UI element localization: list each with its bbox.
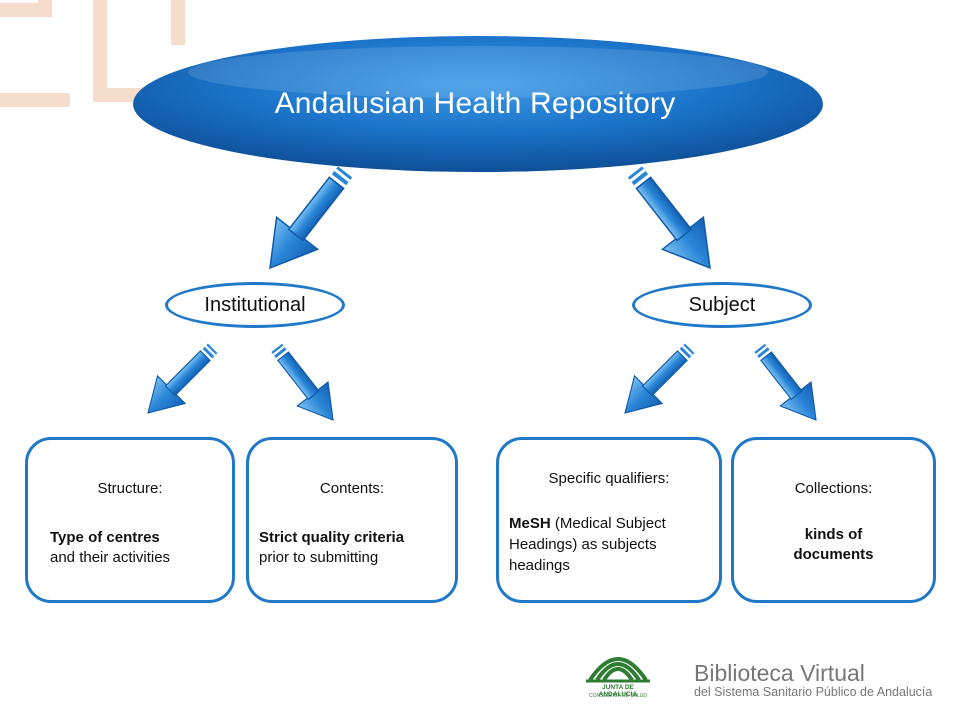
card-bold-text: Strict quality criteria <box>259 529 405 546</box>
corner-decoration <box>0 0 185 107</box>
branch-institutional: Institutional <box>165 282 345 328</box>
arrow-to-structure <box>133 333 228 428</box>
card-caption: Contents: <box>319 480 385 497</box>
arrow-to-subject <box>613 155 732 285</box>
card-collections: Collections: kinds of documents <box>731 437 936 603</box>
arrow-to-contents <box>260 335 349 433</box>
card-caption: Structure: <box>97 480 163 497</box>
card-caption: Collections: <box>794 480 873 497</box>
card-body: Strict quality criteria prior to submitt… <box>259 528 445 568</box>
card-contents: Contents: Strict quality criteria prior … <box>246 437 458 603</box>
junta-logo-sub: CONSEJERÍA DE SALUD <box>588 693 648 699</box>
arrow-to-collections <box>743 335 832 433</box>
junta-logo-name: JUNTA DE ANDALUCIA <box>598 684 638 698</box>
main-title: Andalusian Health Repository <box>274 87 676 120</box>
library-logo-sub: del Sistema Sanitario Público de Andaluc… <box>694 685 933 699</box>
title-ellipse <box>133 36 823 172</box>
arrow-to-qualifiers <box>610 333 705 428</box>
arrow-to-institutional <box>248 155 367 285</box>
card-bold-text: Type of centres <box>50 529 160 546</box>
card-text: (Medical Subject Headings) as subjects h… <box>509 515 666 574</box>
library-logo-name: Biblioteca Virtual <box>694 660 865 686</box>
card-text: prior to submitting <box>259 549 379 566</box>
card-caption: Specific qualifiers: <box>548 470 670 487</box>
card-text: and their activities <box>50 549 171 566</box>
card-structure: Structure: Type of centres and their act… <box>25 437 235 603</box>
card-body: MeSH (Medical Subject Headings) as subje… <box>509 513 707 576</box>
card-bold-text: MeSH <box>509 515 551 532</box>
junta-logo-icon <box>586 657 650 683</box>
card-bold-text: kinds of documents <box>793 526 874 563</box>
card-body: kinds of documents <box>774 525 893 565</box>
card-qualifiers: Specific qualifiers: MeSH (Medical Subje… <box>496 437 722 603</box>
card-body: Type of centres and their activities <box>50 528 222 568</box>
branch-subject: Subject <box>632 282 812 328</box>
